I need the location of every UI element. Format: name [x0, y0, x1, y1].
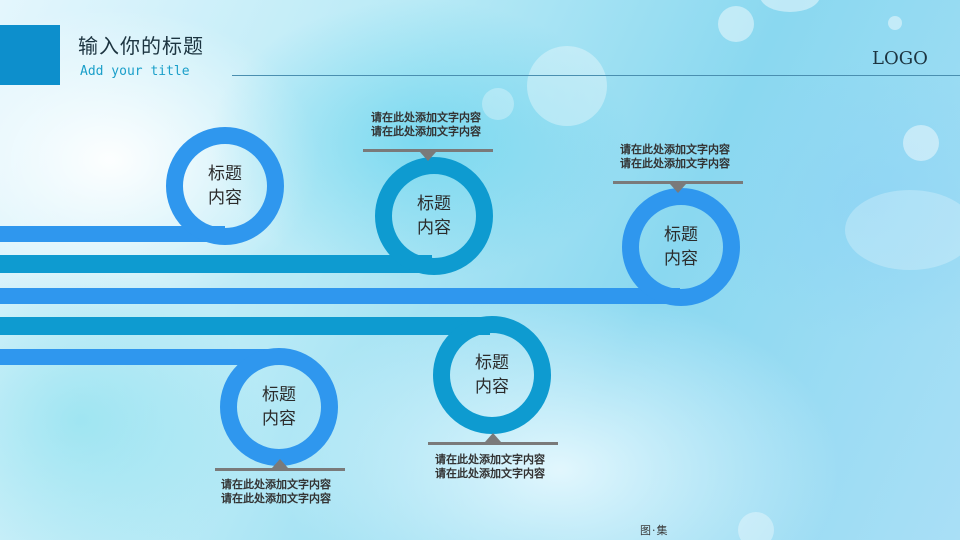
- timeline-node: 标题 内容: [375, 157, 493, 275]
- logo: LOGO: [872, 48, 928, 69]
- bokeh-circle: [888, 16, 902, 30]
- bokeh-circle: [482, 88, 514, 120]
- note-line: 请在此处添加文字内容: [221, 492, 331, 505]
- note-line: 请在此处添加文字内容: [371, 111, 481, 124]
- note-line: 请在此处添加文字内容: [221, 478, 331, 491]
- node-title: 标题: [417, 194, 451, 214]
- note-pointer: [428, 433, 558, 445]
- node-title: 标题: [262, 385, 296, 405]
- page-subtitle: Add your title: [80, 64, 190, 79]
- node-content: 内容: [664, 249, 698, 269]
- note-pointer: [613, 181, 743, 193]
- note-text: 请在此处添加文字内容 请在此处添加文字内容: [420, 453, 560, 481]
- note-pointer: [363, 149, 493, 161]
- node-title: 标题: [475, 353, 509, 373]
- node-content: 内容: [262, 409, 296, 429]
- timeline-node: 标题 内容: [433, 316, 551, 434]
- page-title: 输入你的标题: [78, 34, 204, 58]
- title-divider: [232, 75, 960, 76]
- note-line: 请在此处添加文字内容: [371, 125, 481, 138]
- timeline-node: 标题 内容: [622, 188, 740, 306]
- timeline-node: 标题 内容: [220, 348, 338, 466]
- watermark: 图·集: [640, 524, 669, 537]
- bokeh-circle: [845, 190, 960, 270]
- note-line: 请在此处添加文字内容: [620, 157, 730, 170]
- node-title: 标题: [664, 225, 698, 245]
- note-line: 请在此处添加文字内容: [620, 143, 730, 156]
- note-line: 请在此处添加文字内容: [435, 453, 545, 466]
- bokeh-circle: [718, 6, 754, 42]
- note-text: 请在此处添加文字内容 请在此处添加文字内容: [206, 478, 346, 506]
- bokeh-circle: [527, 46, 607, 126]
- note-pointer: [215, 459, 345, 471]
- note-line: 请在此处添加文字内容: [435, 467, 545, 480]
- title-accent-block: [0, 25, 60, 85]
- node-content: 内容: [417, 218, 451, 238]
- note-text: 请在此处添加文字内容 请在此处添加文字内容: [356, 111, 496, 139]
- bokeh-circle: [738, 512, 774, 540]
- node-content: 内容: [208, 188, 242, 208]
- node-title: 标题: [208, 164, 242, 184]
- bokeh-circle: [903, 125, 939, 161]
- bokeh-circle: [760, 0, 820, 12]
- node-content: 内容: [475, 377, 509, 397]
- timeline-node: 标题 内容: [166, 127, 284, 245]
- note-text: 请在此处添加文字内容 请在此处添加文字内容: [605, 143, 745, 171]
